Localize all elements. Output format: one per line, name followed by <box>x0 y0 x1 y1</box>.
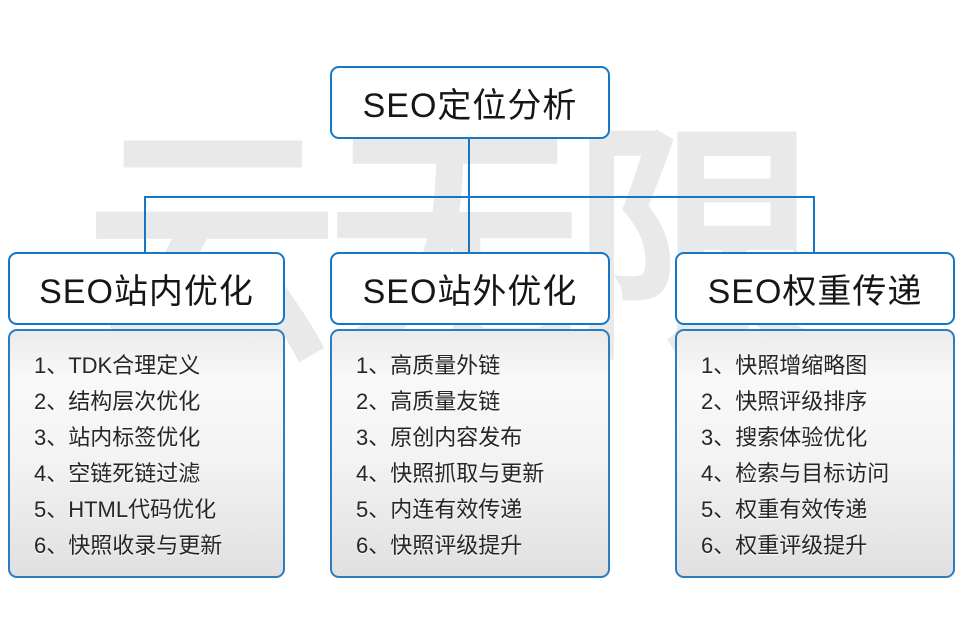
connector-drop-right <box>813 196 815 253</box>
list-item: 4、检索与目标访问 <box>701 461 890 486</box>
list-item: 5、HTML代码优化 <box>34 497 217 522</box>
panel-weight-items: 1、快照增缩略图 2、快照评级排序 3、搜索体验优化 4、检索与目标访问 5、权… <box>675 329 955 578</box>
panel-offsite-items: 1、高质量外链 2、高质量友链 3、原创内容发布 4、快照抓取与更新 5、内连有… <box>330 329 610 578</box>
list-item: 1、高质量外链 <box>356 353 501 378</box>
list-item: 2、高质量友链 <box>356 389 501 414</box>
branch-node-offsite-label: SEO站外优化 <box>362 273 578 311</box>
connector-root-drop <box>468 139 470 197</box>
list-item: 2、结构层次优化 <box>34 389 201 414</box>
list-item: 6、权重评级提升 <box>701 533 868 558</box>
connector-drop-left <box>144 196 146 253</box>
connector-horizontal <box>144 196 815 198</box>
list-item: 5、内连有效传递 <box>356 497 523 522</box>
branch-node-onsite: SEO站内优化 <box>8 252 285 325</box>
branch-node-offsite: SEO站外优化 <box>330 252 610 325</box>
list-item: 2、快照评级排序 <box>701 389 868 414</box>
branch-node-weight-label: SEO权重传递 <box>707 273 923 311</box>
list-item: 3、搜索体验优化 <box>701 425 868 450</box>
branch-node-weight: SEO权重传递 <box>675 252 955 325</box>
list-item: 3、站内标签优化 <box>34 425 201 450</box>
list-item: 1、TDK合理定义 <box>34 353 201 378</box>
list-item: 6、快照收录与更新 <box>34 533 223 558</box>
root-node-seo-positioning: SEO定位分析 <box>330 66 610 139</box>
list-item: 5、权重有效传递 <box>701 497 868 522</box>
connector-drop-middle <box>468 196 470 253</box>
root-node-label: SEO定位分析 <box>362 87 578 125</box>
list-item: 6、快照评级提升 <box>356 533 523 558</box>
list-item: 3、原创内容发布 <box>356 425 523 450</box>
branch-node-onsite-label: SEO站内优化 <box>39 273 254 311</box>
list-item: 4、空链死链过滤 <box>34 461 201 486</box>
list-item: 4、快照抓取与更新 <box>356 461 545 486</box>
panel-onsite-items: 1、TDK合理定义 2、结构层次优化 3、站内标签优化 4、空链死链过滤 5、H… <box>8 329 285 578</box>
list-item: 1、快照增缩略图 <box>701 353 868 378</box>
